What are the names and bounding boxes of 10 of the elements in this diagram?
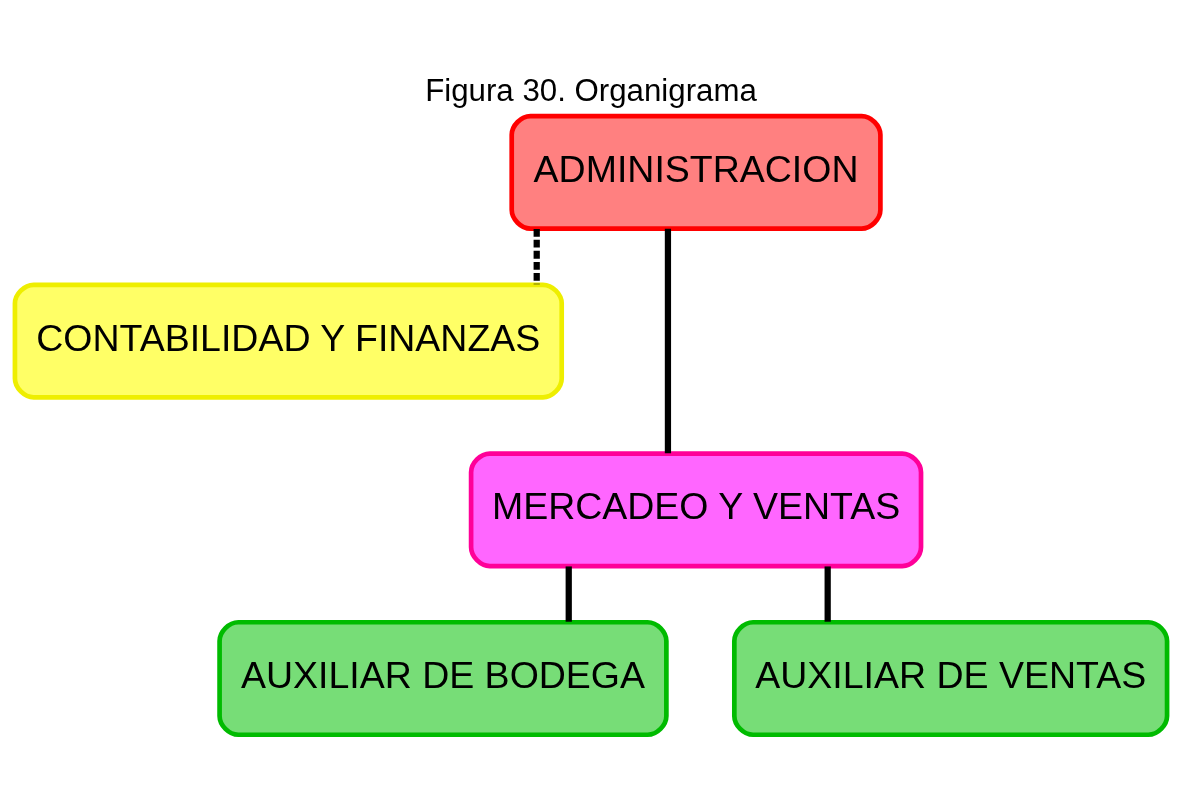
node-box: ADMINISTRACION (509, 113, 883, 231)
node-box: AUXILIAR DE BODEGA (217, 619, 669, 737)
node-box: MERCADEO Y VENTAS (468, 450, 924, 568)
connector (565, 565, 572, 622)
connector (824, 565, 831, 622)
diagram-title: Figura 30. Organigrama (425, 71, 757, 107)
node-box: AUXILIAR DE VENTAS (732, 619, 1170, 737)
node-box: CONTABILIDAD Y FINANZAS (12, 282, 565, 400)
connector (533, 228, 540, 284)
connector (664, 228, 672, 453)
